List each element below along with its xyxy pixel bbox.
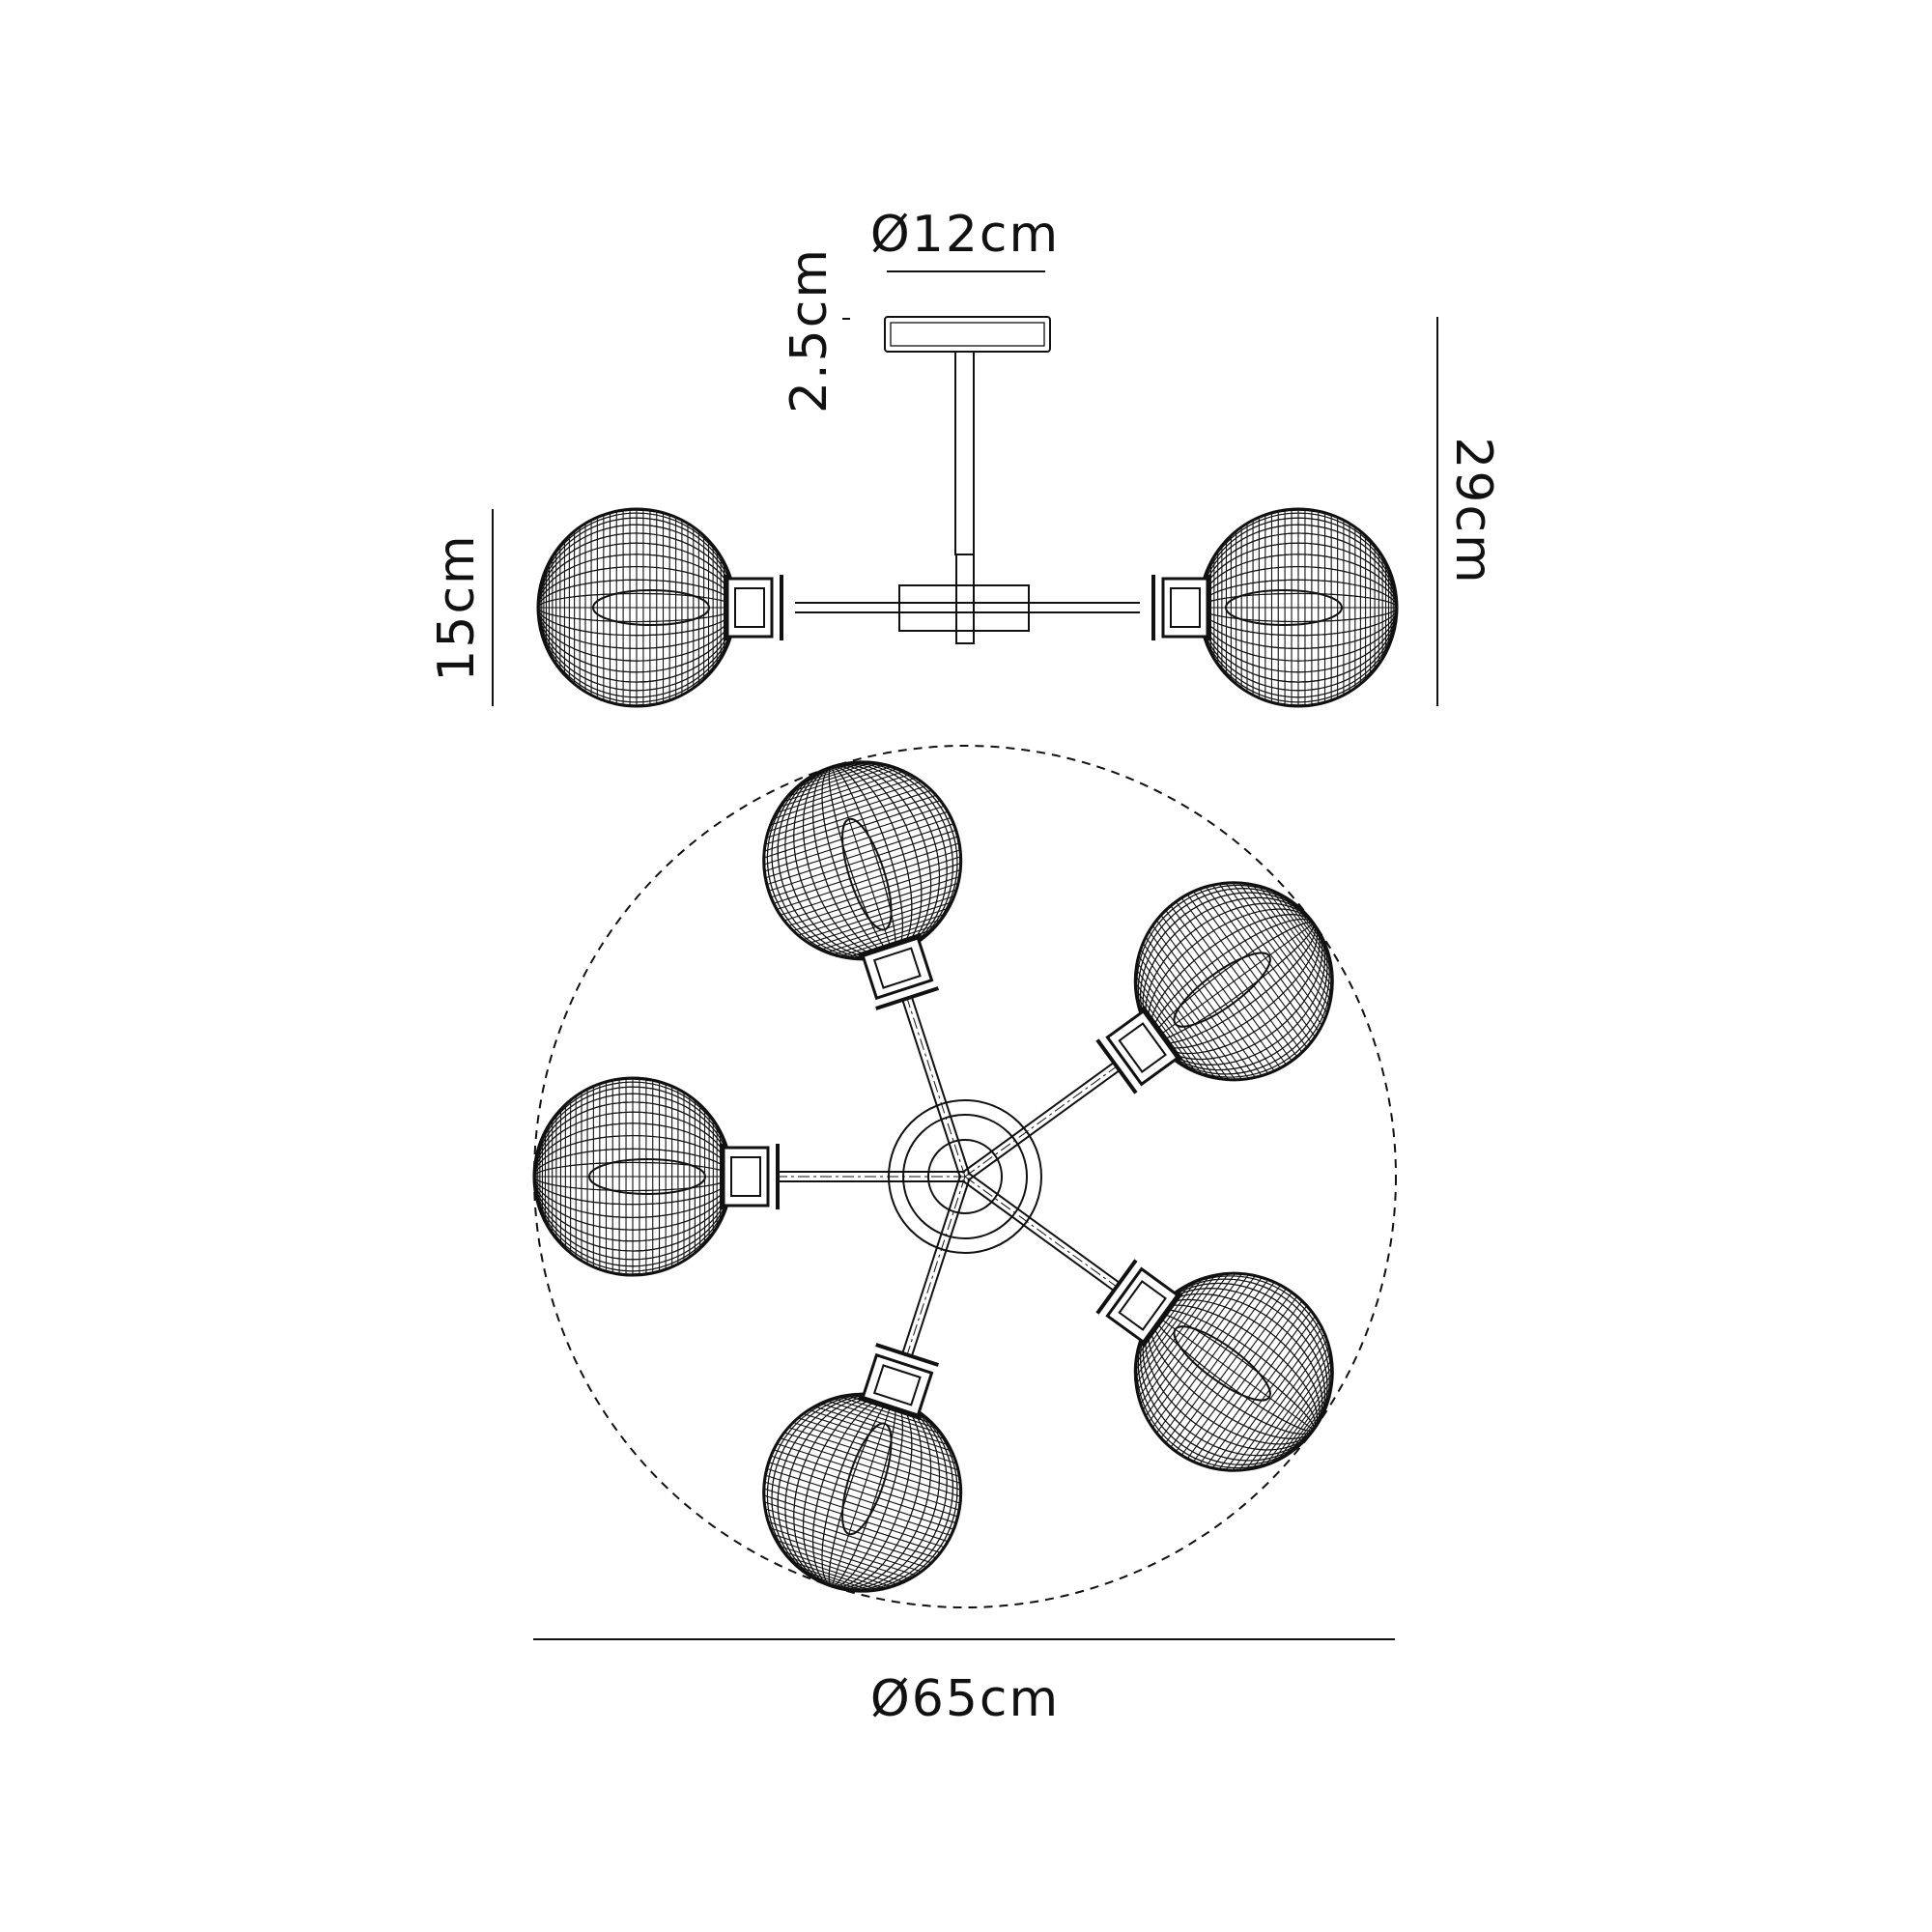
side-globe-left (536, 507, 783, 708)
canopy-center (927, 1139, 1003, 1214)
arm (901, 1175, 971, 1357)
bulb-icon (588, 1158, 706, 1195)
lamp-socket (1095, 1259, 1183, 1348)
top-view-fixture (532, 736, 1397, 1617)
lamp-socket (724, 575, 783, 640)
globe-mesh (738, 1368, 987, 1617)
lamp-socket (858, 1343, 940, 1421)
arm (778, 1171, 965, 1182)
lamp-socket (720, 1144, 780, 1209)
bulb-icon (592, 589, 710, 626)
arm (961, 1062, 1121, 1181)
side-view-fixture (536, 316, 1399, 708)
top-globe-3 (1095, 843, 1372, 1120)
top-globe-5 (738, 1343, 987, 1617)
arm (961, 1172, 1121, 1292)
bulb-icon (841, 817, 893, 931)
top-globe-2 (738, 736, 987, 1010)
canopy-height-label: 2.5cm (781, 247, 838, 413)
globe-height-label: 15cm (428, 533, 486, 681)
bulb-icon (841, 1422, 893, 1536)
lamp-socket (1095, 1006, 1183, 1094)
canopy-diameter-label: Ø12cm (870, 206, 1060, 264)
lamp-socket (858, 932, 940, 1010)
total-height-label: 29cm (1444, 437, 1502, 584)
top-globe-1 (532, 1076, 780, 1277)
overall-diameter-label: Ø65cm (870, 1670, 1060, 1728)
arm (901, 996, 971, 1179)
globe-mesh (738, 736, 987, 985)
canopy-inner-ring (902, 1114, 1028, 1239)
lamp-socket (1151, 575, 1211, 640)
hub-post (955, 554, 975, 644)
canopy-inner (890, 322, 1045, 347)
bulb-icon (1173, 952, 1271, 1028)
side-globe-right (1151, 507, 1399, 708)
top-globe-4 (1095, 1234, 1372, 1510)
stem (954, 351, 975, 555)
hub (898, 584, 1030, 632)
bulb-icon (1225, 589, 1343, 626)
canopy-outer-ring (888, 1099, 1042, 1254)
bulb-icon (1173, 1325, 1271, 1402)
